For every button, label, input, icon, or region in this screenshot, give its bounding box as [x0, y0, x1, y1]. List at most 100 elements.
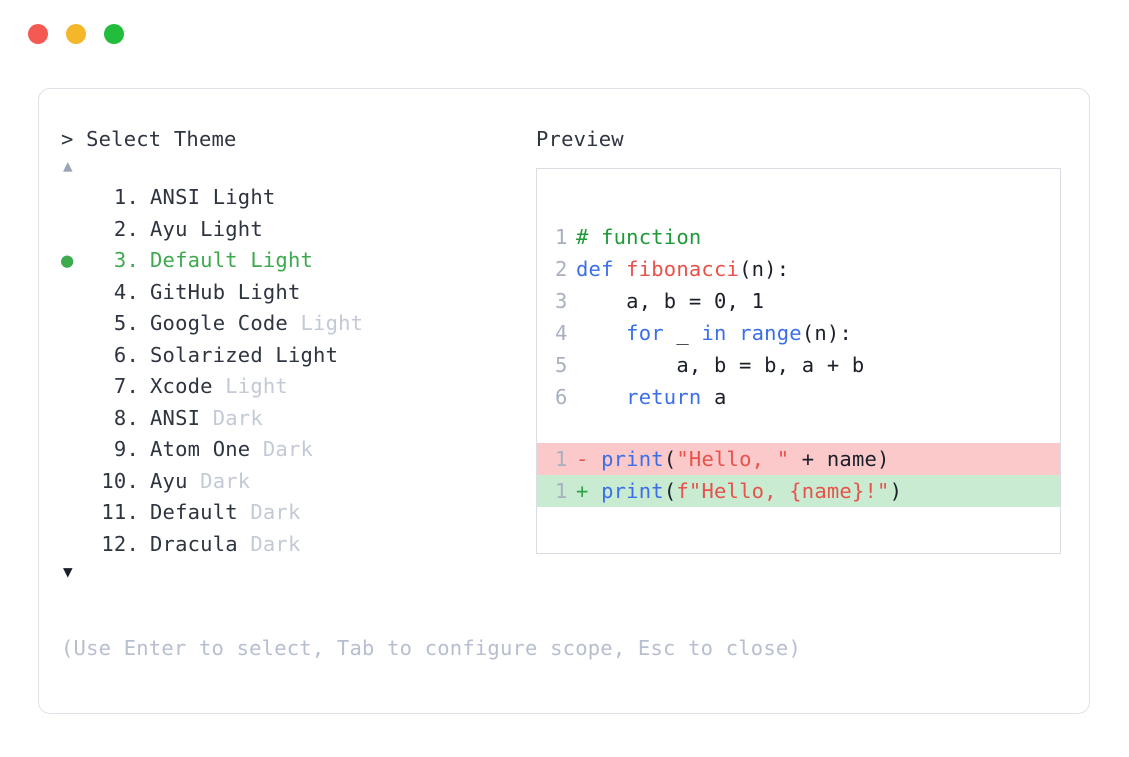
code-token: in: [701, 321, 727, 345]
code-token: fibonacci: [626, 257, 740, 281]
theme-item-label: Default Light: [139, 245, 313, 277]
close-button[interactable]: [28, 24, 48, 44]
theme-label-dim-segment: Dark: [262, 437, 314, 461]
code-line: 4 for _ in range(n):: [537, 317, 1060, 349]
diff-added-line: 1+ print(f"Hello, {name}!"): [537, 475, 1060, 507]
theme-label-dim-segment: Dark: [250, 531, 301, 556]
theme-list-item[interactable]: 8.ANSI Dark: [61, 403, 531, 435]
theme-item-label: ANSI Light: [139, 182, 275, 214]
theme-item-index: 10.: [101, 468, 139, 493]
code-token: f"Hello, {name}!": [676, 479, 890, 503]
code-token: a, b = b, a + b: [576, 353, 865, 377]
theme-list-item[interactable]: 2. Ayu Light: [61, 214, 531, 246]
theme-list-item[interactable]: 12.Dracula Dark: [61, 529, 531, 561]
theme-label-segment: Ayu Light: [150, 216, 263, 241]
theme-item-label: Google Code Light: [139, 308, 363, 340]
theme-item-label: Ayu Light: [139, 214, 263, 246]
bullet-placeholder: [61, 340, 91, 372]
code-token: a, b =: [576, 289, 714, 313]
page-title: Select Theme: [86, 127, 237, 151]
theme-label-segment: Solarized Light: [150, 342, 339, 367]
code-token: ): [889, 479, 903, 503]
prompt-caret-icon: >: [61, 127, 74, 151]
theme-list-item[interactable]: 9.Atom One Dark: [61, 434, 531, 466]
theme-list-item[interactable]: 5.Google Code Light: [61, 308, 531, 340]
theme-item-index: 1.: [113, 185, 139, 209]
theme-label-segment: ANSI Light: [150, 185, 276, 209]
code-token: range: [739, 321, 802, 345]
line-number: 4: [555, 321, 568, 345]
code-token: + name): [789, 447, 890, 471]
theme-list-item[interactable]: 6. Solarized Light: [61, 340, 531, 372]
theme-list-item[interactable]: ● 3. Default Light: [61, 245, 531, 277]
theme-label-segment: Ayu: [150, 468, 201, 493]
theme-item-index: 4.: [113, 279, 139, 304]
theme-item-label: Ayu Dark: [139, 466, 250, 498]
theme-item-index: 11.: [101, 500, 139, 524]
code-token: (: [663, 479, 677, 503]
theme-item-label: ANSI Dark: [139, 403, 263, 435]
traffic-light-group: [28, 24, 124, 44]
bullet-placeholder: [61, 371, 91, 403]
code-token: 1: [751, 289, 765, 313]
theme-label-segment: Default: [150, 500, 251, 524]
code-token: return: [626, 385, 702, 409]
code-line: 6 return a: [537, 381, 1060, 413]
theme-item-index: 2.: [113, 216, 139, 241]
theme-item-index: 3.: [113, 248, 139, 272]
theme-item-label: Atom One Dark: [139, 434, 313, 466]
code-token: print: [601, 447, 664, 471]
theme-item-label: Solarized Light: [139, 340, 338, 372]
window-titlebar: [0, 0, 1129, 68]
theme-item-label: Default Dark: [139, 497, 301, 529]
theme-list-column: > Select Theme ▲ 1. ANSI Light 2. Ayu Ligh…: [61, 125, 531, 584]
theme-item-index: 9.: [113, 437, 139, 461]
maximize-button[interactable]: [104, 24, 124, 44]
code-token: (: [663, 447, 677, 471]
code-token: print: [601, 479, 664, 503]
theme-item-label: GitHub Light: [139, 277, 301, 309]
selection-bullet-icon: ●: [61, 248, 74, 272]
theme-list-item[interactable]: 1. ANSI Light: [61, 182, 531, 214]
theme-label-segment: Google Code: [150, 311, 301, 335]
line-number: 1: [555, 225, 568, 249]
theme-list-item[interactable]: 11.Default Dark: [61, 497, 531, 529]
theme-list-item[interactable]: 10.Ayu Dark: [61, 466, 531, 498]
theme-label-dim-segment: Light: [300, 311, 364, 335]
code-gap-spacer: [537, 413, 1060, 443]
code-token: [576, 321, 626, 345]
theme-list-item[interactable]: 7.Xcode Light: [61, 371, 531, 403]
code-token: [576, 385, 626, 409]
code-token: "Hello, ": [676, 447, 790, 471]
code-token: (n):: [739, 257, 790, 281]
prompt-line: > Select Theme: [61, 125, 531, 154]
bullet-placeholder: [61, 466, 91, 498]
preview-label: Preview: [536, 127, 624, 151]
bullet-placeholder: [61, 182, 91, 214]
code-token: _: [663, 321, 702, 345]
line-number: 3: [555, 289, 568, 313]
diff-minus-marker: -: [576, 447, 602, 471]
code-token: a: [701, 385, 727, 409]
theme-label-dim-segment: Light: [225, 374, 288, 398]
theme-item-index: 6.: [113, 342, 139, 367]
theme-label-segment: Atom One: [150, 437, 263, 461]
code-token: for: [626, 321, 664, 345]
bullet-placeholder: [61, 434, 91, 466]
line-number: 1: [555, 447, 568, 471]
theme-label-segment: Dracula: [150, 531, 251, 556]
code-token: (n):: [801, 321, 852, 345]
bullet-placeholder: [61, 497, 91, 529]
theme-label-segment: Default Light: [150, 248, 314, 272]
diff-removed-line: 1- print("Hello, " + name): [537, 443, 1060, 475]
minimize-button[interactable]: [66, 24, 86, 44]
scroll-up-icon[interactable]: ▲: [63, 156, 73, 175]
theme-label-dim-segment: Dark: [200, 468, 251, 493]
scroll-down-icon[interactable]: ▼: [63, 562, 73, 581]
bullet-placeholder: [61, 214, 91, 246]
theme-list-item[interactable]: 4.GitHub Light: [61, 277, 531, 309]
